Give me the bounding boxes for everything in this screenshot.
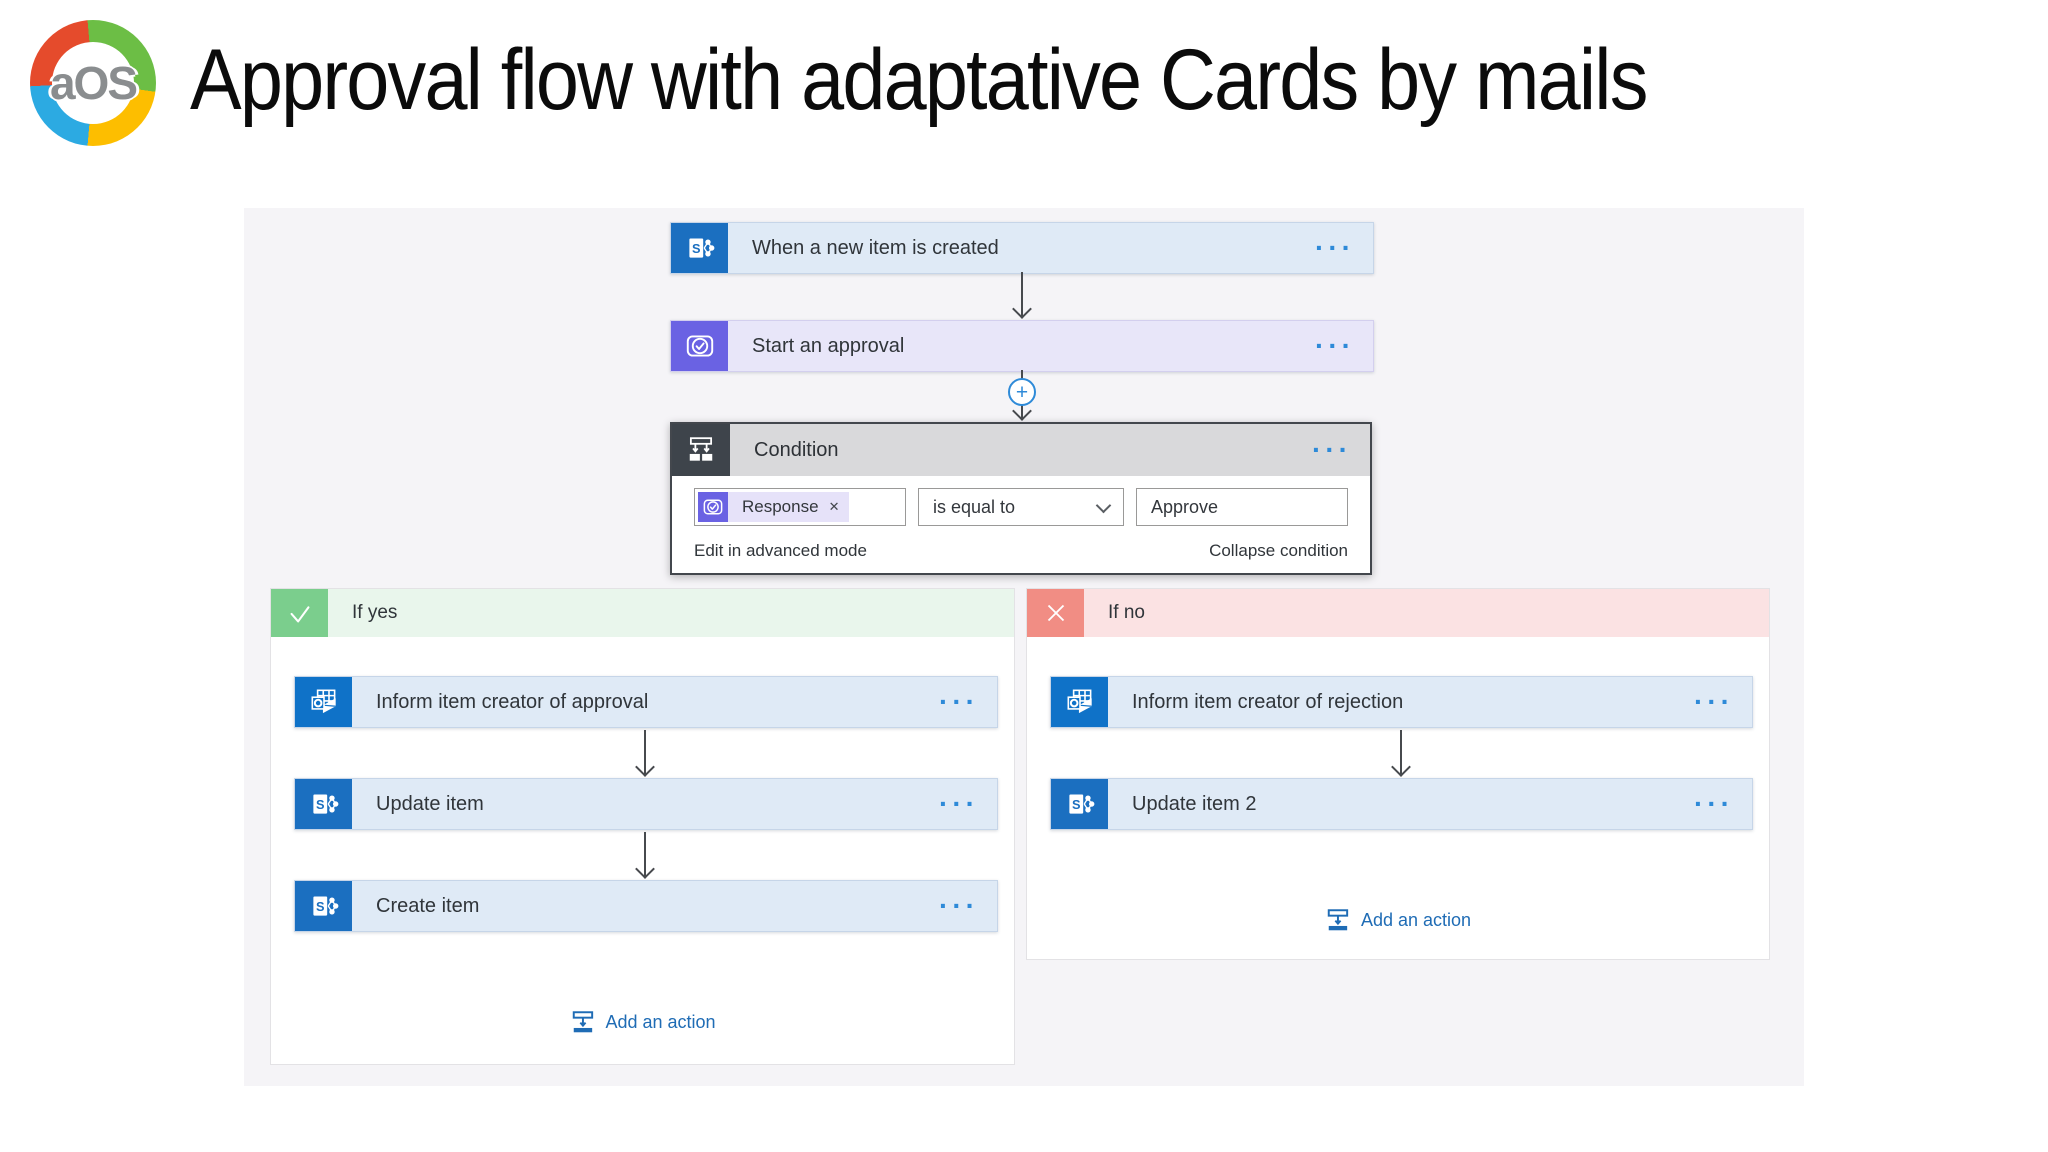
- add-action-icon: [572, 1011, 593, 1033]
- connector-arrow: [1400, 730, 1402, 774]
- action-card[interactable]: S Update item ···: [294, 778, 998, 830]
- cross-icon: [1027, 589, 1084, 637]
- response-token[interactable]: Response ✕: [698, 492, 850, 522]
- if-no-label: If no: [1108, 602, 1145, 623]
- sharepoint-icon: S: [1051, 779, 1108, 829]
- action-card[interactable]: S Create item ···: [294, 880, 998, 932]
- connector-arrow: [1021, 272, 1023, 316]
- condition-operator-dropdown[interactable]: is equal to: [918, 488, 1124, 526]
- outlook-icon: [1051, 677, 1108, 727]
- condition-title: Condition: [754, 438, 839, 461]
- approval-card[interactable]: Start an approval ···: [670, 320, 1374, 372]
- svg-text:S: S: [316, 899, 325, 914]
- sharepoint-icon: S: [295, 779, 352, 829]
- add-action-icon: [1327, 909, 1349, 931]
- more-options-button[interactable]: ···: [939, 788, 979, 819]
- more-options-button[interactable]: ···: [939, 890, 979, 921]
- add-action-button[interactable]: Add an action: [569, 1009, 716, 1035]
- if-no-header[interactable]: If no: [1027, 589, 1769, 637]
- operator-value: is equal to: [933, 496, 1016, 517]
- insert-step-button[interactable]: +: [1008, 378, 1036, 406]
- if-yes-header[interactable]: If yes: [271, 589, 1014, 637]
- approvals-token-icon: [698, 492, 728, 522]
- add-action-label: Add an action: [1360, 909, 1472, 930]
- svg-text:S: S: [316, 797, 325, 812]
- action-card[interactable]: Inform item creator of rejection ···: [1050, 676, 1753, 728]
- action-card[interactable]: S Update item 2 ···: [1050, 778, 1753, 830]
- more-options-button[interactable]: ···: [939, 686, 979, 717]
- trigger-label: When a new item is created: [752, 236, 999, 259]
- condition-branch-icon: [672, 424, 730, 476]
- connector-arrow: [644, 832, 646, 876]
- edit-advanced-mode-link[interactable]: Edit in advanced mode: [694, 541, 867, 560]
- outlook-icon: [295, 677, 352, 727]
- add-action-button[interactable]: Add an action: [1325, 907, 1471, 933]
- action-label: Update item: [376, 792, 484, 815]
- condition-operand-field[interactable]: Response ✕: [694, 488, 906, 526]
- more-options-button[interactable]: ···: [1694, 788, 1734, 819]
- more-options-button[interactable]: ···: [1694, 686, 1734, 717]
- collapse-condition-link[interactable]: Collapse condition: [1209, 541, 1348, 560]
- sharepoint-icon: S: [671, 223, 728, 273]
- check-icon: [271, 589, 328, 637]
- page-title: Approval flow with adaptative Cards by m…: [190, 31, 1648, 128]
- if-yes-branch: If yes Inform item creator of: [270, 588, 1015, 1065]
- token-close-icon[interactable]: ✕: [828, 499, 840, 514]
- if-yes-label: If yes: [352, 602, 398, 623]
- more-options-button[interactable]: ···: [1312, 434, 1352, 465]
- connector-arrow: [644, 730, 646, 774]
- approvals-icon: [671, 321, 728, 371]
- more-options-button[interactable]: ···: [1315, 330, 1355, 361]
- action-label: Create item: [376, 894, 480, 917]
- svg-text:S: S: [692, 241, 701, 256]
- approval-label: Start an approval: [752, 334, 905, 357]
- token-label: Response: [742, 497, 819, 516]
- plus-icon: +: [1015, 380, 1029, 404]
- condition-body: Response ✕ is equal to Approve Edit in a…: [672, 476, 1370, 573]
- value-text: Approve: [1151, 496, 1219, 517]
- condition-value-input[interactable]: Approve: [1136, 488, 1348, 526]
- more-options-button[interactable]: ···: [1315, 232, 1355, 263]
- action-label: Inform item creator of rejection: [1132, 690, 1404, 713]
- trigger-card[interactable]: S When a new item is created ···: [670, 222, 1374, 274]
- aos-logo: aOS: [30, 20, 156, 146]
- flow-canvas: S When a new item is created ···: [244, 208, 1804, 1086]
- condition-header[interactable]: Condition ···: [672, 424, 1370, 476]
- svg-text:S: S: [1072, 797, 1081, 812]
- action-label: Update item 2: [1132, 792, 1257, 815]
- action-label: Inform item creator of approval: [376, 690, 649, 713]
- sharepoint-icon: S: [295, 881, 352, 931]
- aos-logo-text: aOS: [49, 57, 138, 109]
- action-card[interactable]: Inform item creator of approval ···: [294, 676, 998, 728]
- chevron-down-icon: [1095, 497, 1112, 513]
- if-no-branch: If no Inform item creator of: [1026, 588, 1770, 960]
- add-action-label: Add an action: [605, 1011, 716, 1032]
- condition-card[interactable]: Condition ···: [670, 422, 1372, 575]
